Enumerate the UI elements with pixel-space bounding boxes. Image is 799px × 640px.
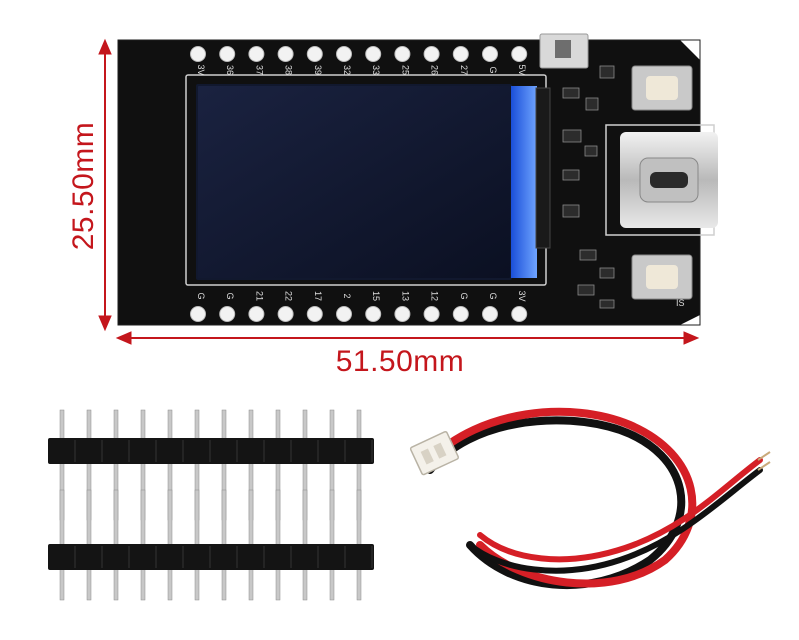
bottom-pin-pad	[336, 306, 352, 322]
bottom-pin-pad	[277, 306, 294, 322]
jst-battery-cable	[409, 407, 771, 589]
bottom-pin-pad	[394, 306, 411, 322]
bottom-pin-pad	[452, 306, 469, 322]
top-pin-label: 33	[371, 65, 381, 75]
bottom-pin-label: G	[225, 292, 235, 299]
fpc-connector	[535, 87, 551, 249]
header-strip-body	[48, 544, 374, 570]
bottom-pin-label: 17	[313, 291, 323, 301]
reset-button	[631, 254, 693, 300]
bottom-pin-pad	[248, 306, 265, 322]
bottom-pin-label: 2	[342, 293, 352, 298]
header-strip-body	[48, 438, 374, 464]
bottom-pin-pad	[511, 306, 528, 322]
top-pin-pad	[365, 46, 382, 62]
bottom-pin-pad	[482, 306, 498, 322]
top-pin-label: 27	[459, 65, 469, 75]
bottom-pin-pad	[306, 306, 323, 322]
bottom-pin-label: 22	[284, 291, 294, 301]
top-pin-label: 39	[313, 65, 323, 75]
bottom-pin-pad	[219, 306, 236, 322]
usb-c-port	[605, 124, 718, 236]
top-pin-pad	[394, 46, 411, 62]
width-dimension-arrow	[115, 331, 700, 345]
bottom-pin-pad	[365, 306, 382, 322]
top-pin-pad	[423, 46, 440, 62]
display-flex-cable	[511, 86, 537, 278]
bottom-pin-label: G	[196, 292, 206, 299]
pin-header-strips	[48, 409, 374, 601]
height-dimension-label: 25.50mm	[67, 121, 100, 251]
bottom-pin-label: G	[459, 292, 469, 299]
bottom-pin-label: 15	[371, 291, 381, 301]
top-pin-header: 3V 36 37 38 39 32 33 25 26 27 G 5V	[190, 46, 528, 76]
bottom-pin-label: 12	[430, 291, 440, 301]
top-pin-label: G	[488, 66, 498, 73]
top-pin-pad	[336, 46, 352, 62]
top-pin-label: 38	[284, 65, 294, 75]
top-pin-label: 37	[254, 65, 264, 75]
bottom-pin-header: G G 21 22 17 2 15 13 12 G G 3V	[190, 290, 528, 322]
top-pin-pad	[306, 46, 323, 62]
smd-components	[562, 65, 615, 309]
top-pin-label: 3V	[196, 64, 206, 75]
bottom-pin-label: G	[488, 292, 498, 299]
top-pin-pad	[190, 46, 206, 62]
bottom-pin-pad	[190, 306, 206, 322]
top-pin-pad	[277, 46, 294, 62]
top-pin-pad	[452, 46, 469, 62]
top-pin-pad	[248, 46, 265, 62]
bottom-pin-label: 13	[400, 291, 410, 301]
bottom-pin-label: 3V	[517, 290, 527, 301]
height-dimension-arrow	[98, 38, 112, 332]
top-pin-label: 25	[400, 65, 410, 75]
top-pin-pad	[511, 46, 528, 62]
bottom-pin-label: 21	[254, 291, 264, 301]
top-pin-label: 26	[430, 65, 440, 75]
top-pin-label: 36	[225, 65, 235, 75]
bottom-pin-pad	[423, 306, 440, 322]
top-pin-pad	[219, 46, 236, 62]
boot-button	[631, 65, 693, 111]
top-pin-label: 32	[342, 65, 352, 75]
top-pin-label: 5V	[517, 64, 527, 75]
width-dimension-label: 51.50mm	[335, 345, 465, 378]
top-pin-pad	[482, 46, 498, 62]
reset-label: IS	[676, 298, 685, 308]
